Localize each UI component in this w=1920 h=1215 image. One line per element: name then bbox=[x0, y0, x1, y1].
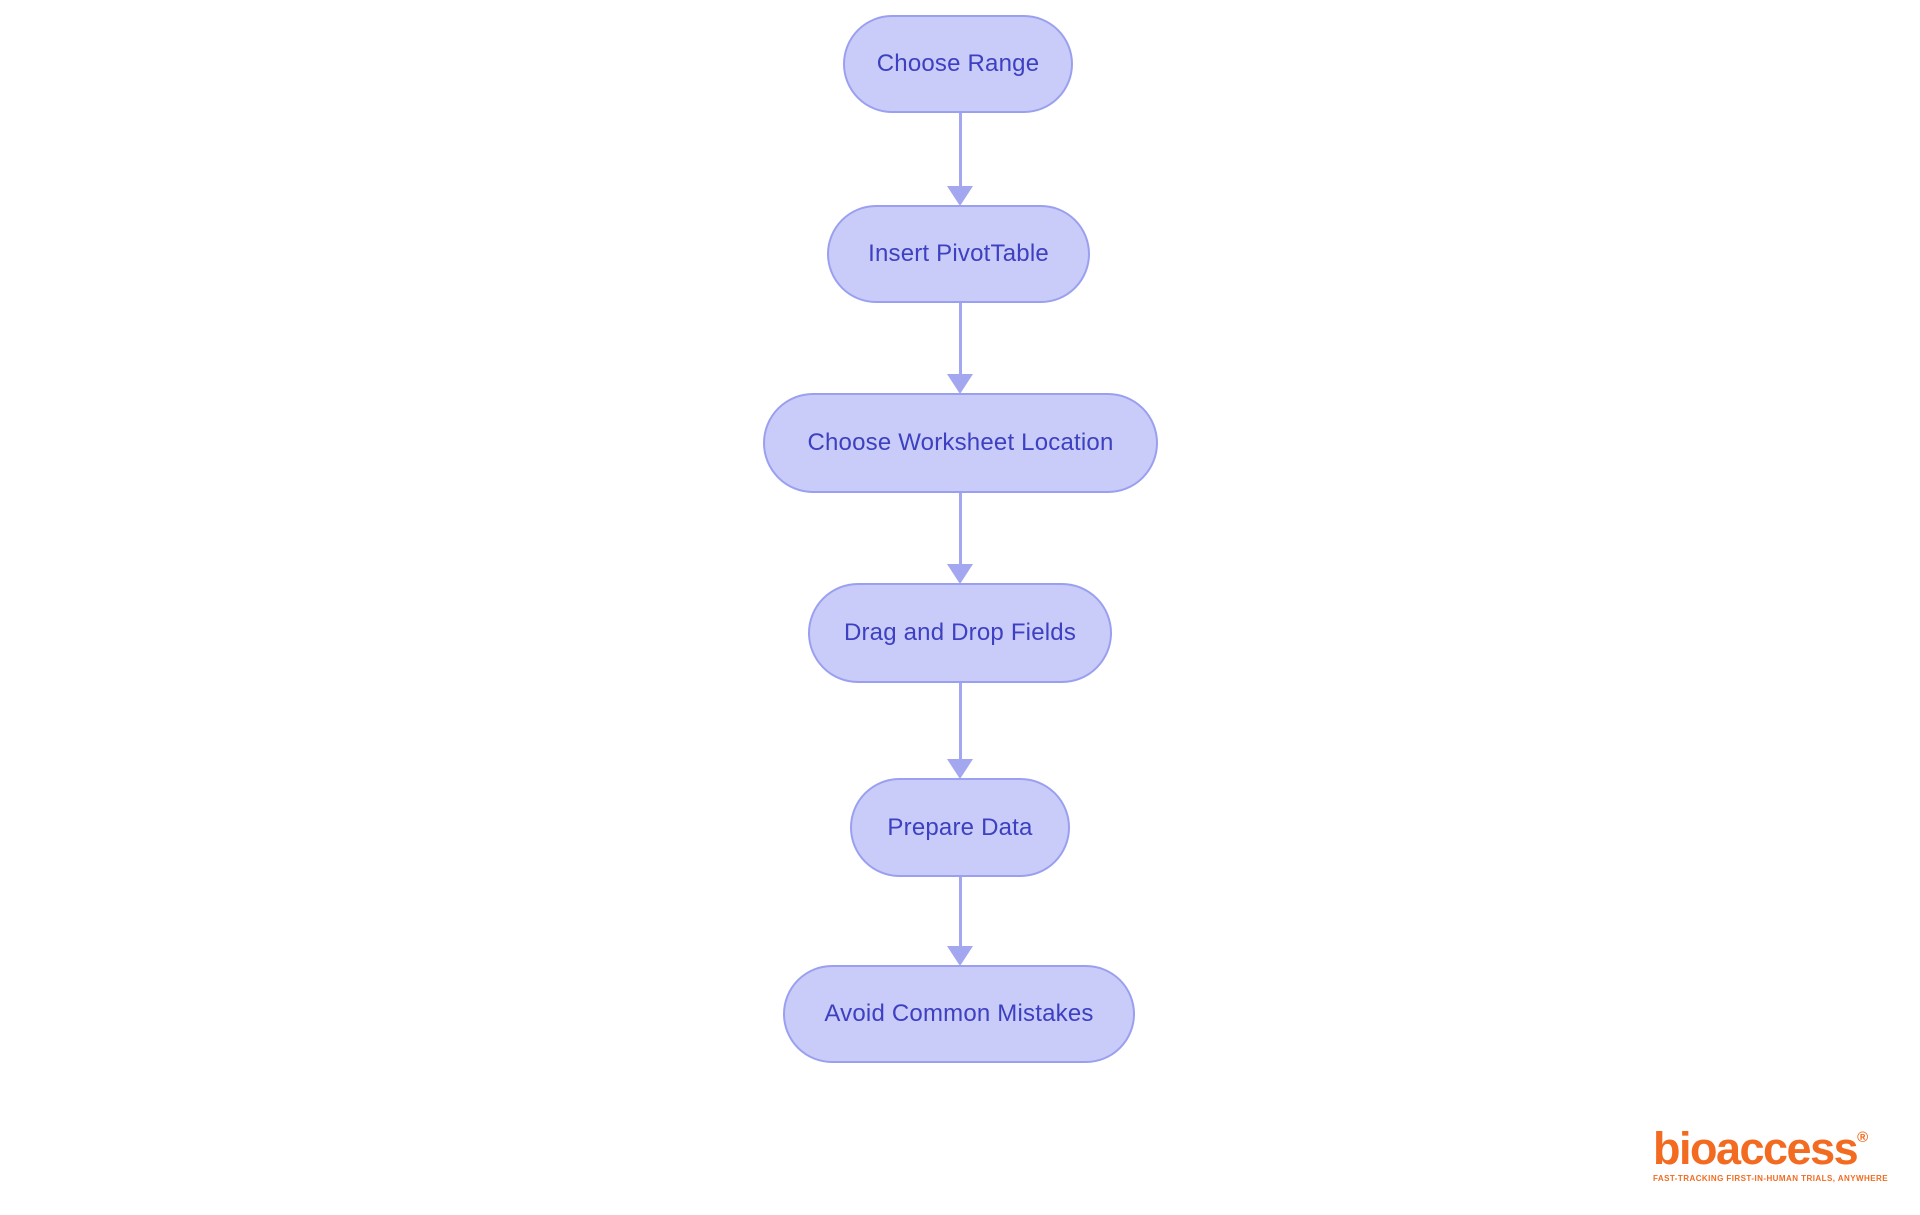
flow-arrow bbox=[945, 113, 975, 206]
arrow-shaft bbox=[958, 113, 962, 190]
logo-wordmark: bioaccess® bbox=[1653, 1126, 1888, 1171]
node-label: Insert PivotTable bbox=[868, 240, 1049, 267]
arrow-head-icon bbox=[947, 759, 973, 779]
flow-node-prepare-data: Prepare Data bbox=[850, 778, 1070, 877]
node-label: Choose Worksheet Location bbox=[807, 429, 1114, 456]
registered-trademark-icon: ® bbox=[1857, 1129, 1869, 1146]
arrow-head-icon bbox=[947, 946, 973, 966]
flow-arrow bbox=[945, 493, 975, 584]
bioaccess-logo: bioaccess® FAST-TRACKING FIRST-IN-HUMAN … bbox=[1653, 1126, 1888, 1183]
arrow-shaft bbox=[958, 877, 962, 950]
node-label: Avoid Common Mistakes bbox=[824, 1000, 1094, 1027]
node-label: Drag and Drop Fields bbox=[843, 619, 1077, 646]
node-label: Prepare Data bbox=[887, 813, 1033, 841]
flow-node-drag-and-drop-fields: Drag and Drop Fields bbox=[808, 583, 1112, 683]
flow-node-choose-worksheet-location: Choose Worksheet Location bbox=[763, 393, 1158, 493]
flow-node-insert-pivottable: Insert PivotTable bbox=[827, 205, 1090, 303]
logo-tagline: FAST-TRACKING FIRST-IN-HUMAN TRIALS, ANY… bbox=[1653, 1174, 1889, 1183]
flow-arrow bbox=[945, 683, 975, 779]
arrow-head-icon bbox=[947, 564, 973, 584]
arrow-head-icon bbox=[947, 186, 973, 206]
flow-node-choose-range: Choose Range bbox=[843, 15, 1073, 113]
arrow-shaft bbox=[958, 303, 962, 378]
flow-arrow bbox=[945, 303, 975, 394]
arrow-shaft bbox=[958, 493, 962, 568]
node-label: Choose Range bbox=[876, 50, 1040, 77]
arrow-shaft bbox=[958, 683, 962, 763]
flow-node-avoid-common-mistakes: Avoid Common Mistakes bbox=[783, 965, 1135, 1063]
logo-brand-text: bioaccess bbox=[1653, 1123, 1859, 1174]
flow-arrow bbox=[945, 877, 975, 966]
arrow-head-icon bbox=[947, 374, 973, 394]
